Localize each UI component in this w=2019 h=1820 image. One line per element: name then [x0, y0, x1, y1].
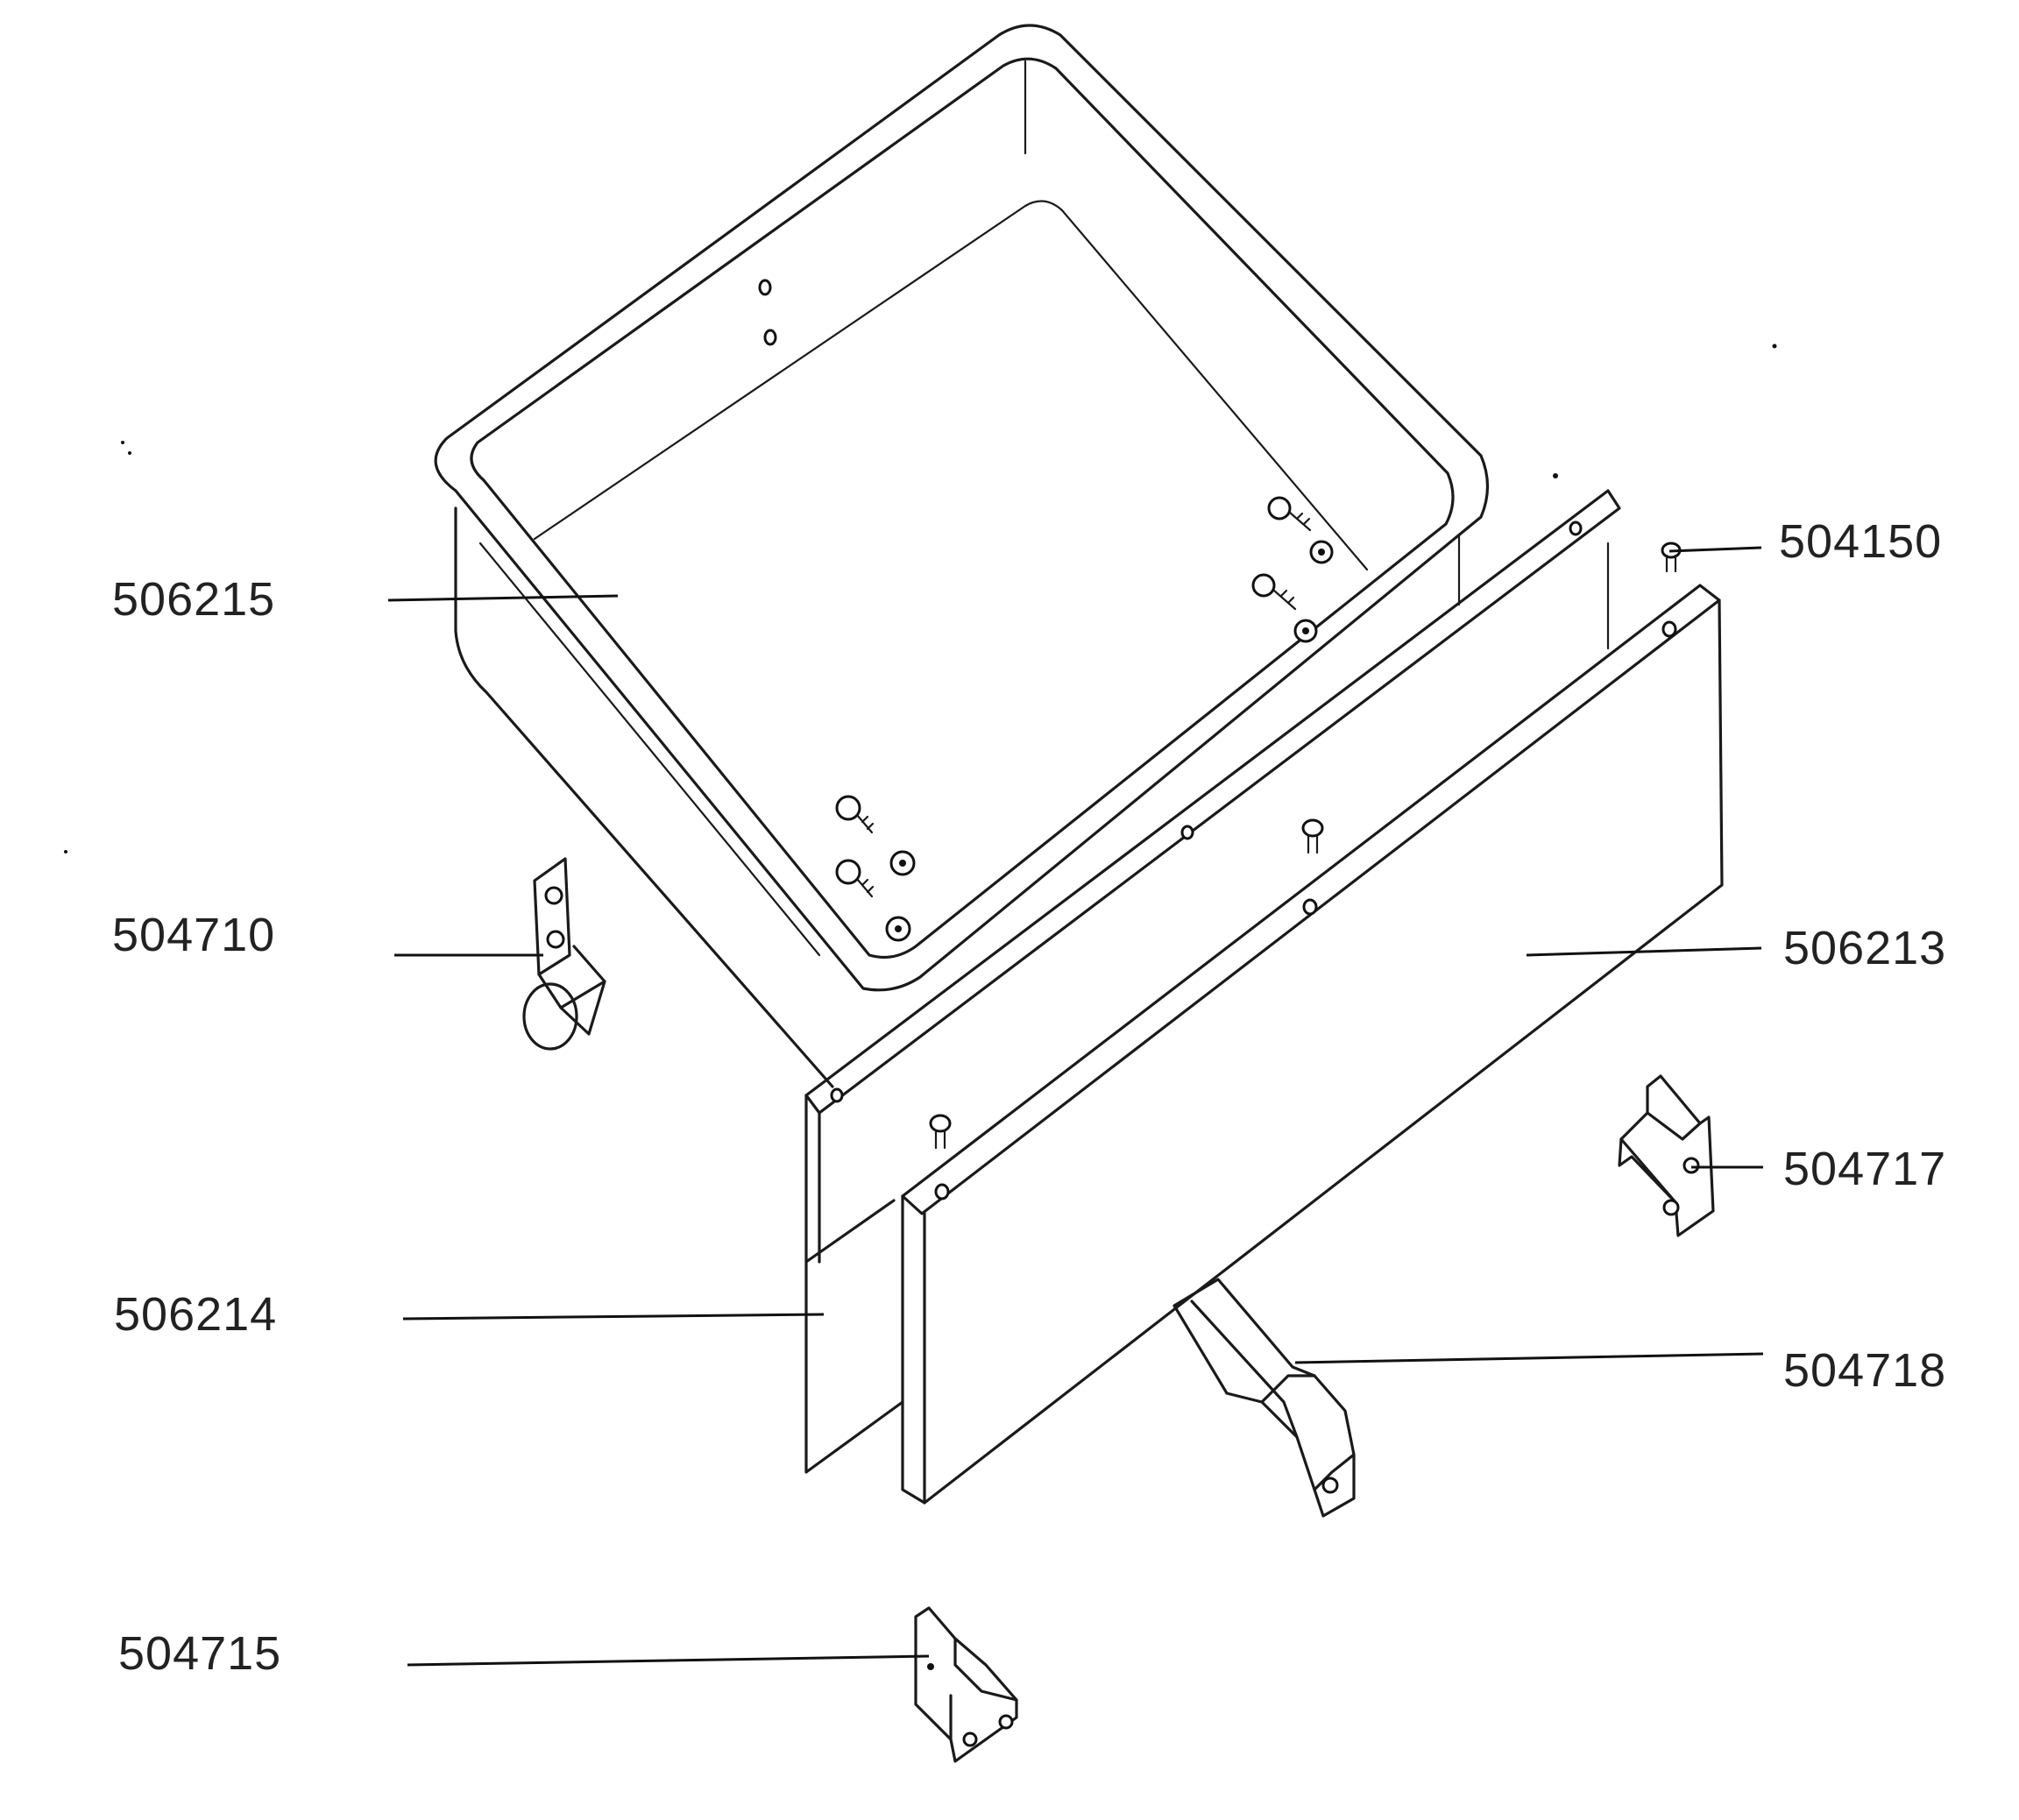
- rear-strip-506214: [804, 489, 1621, 1474]
- label-504718: 504718: [1783, 1344, 1946, 1397]
- leader-504718: [1294, 1352, 1764, 1364]
- scan-specks: [64, 343, 1777, 853]
- label-504710: 504710: [112, 909, 275, 961]
- label-504717: 504717: [1783, 1143, 1946, 1195]
- label-504715: 504715: [118, 1627, 281, 1680]
- label-506215: 506215: [112, 573, 275, 626]
- leader-504150: [1668, 546, 1762, 553]
- label-506214: 506214: [114, 1288, 277, 1341]
- label-504150: 504150: [1779, 515, 1942, 568]
- part-labels: 506215 504150 504710 506213 504717 50621…: [112, 515, 1946, 1680]
- tub-506215: [434, 24, 1490, 1088]
- leader-lines: [387, 546, 1764, 1667]
- leader-506213: [1526, 946, 1762, 957]
- front-panel-506213: [901, 584, 1724, 1505]
- leader-506215: [387, 594, 619, 602]
- label-506213: 506213: [1783, 922, 1946, 974]
- caster-bracket-504710: [522, 857, 606, 1051]
- leader-506214: [402, 1313, 825, 1321]
- leader-504715: [407, 1654, 930, 1667]
- bracket-504717: [1618, 1074, 1715, 1237]
- corner-bracket-504715: [914, 1606, 1018, 1763]
- rail-bracket-504718: [1172, 1278, 1356, 1518]
